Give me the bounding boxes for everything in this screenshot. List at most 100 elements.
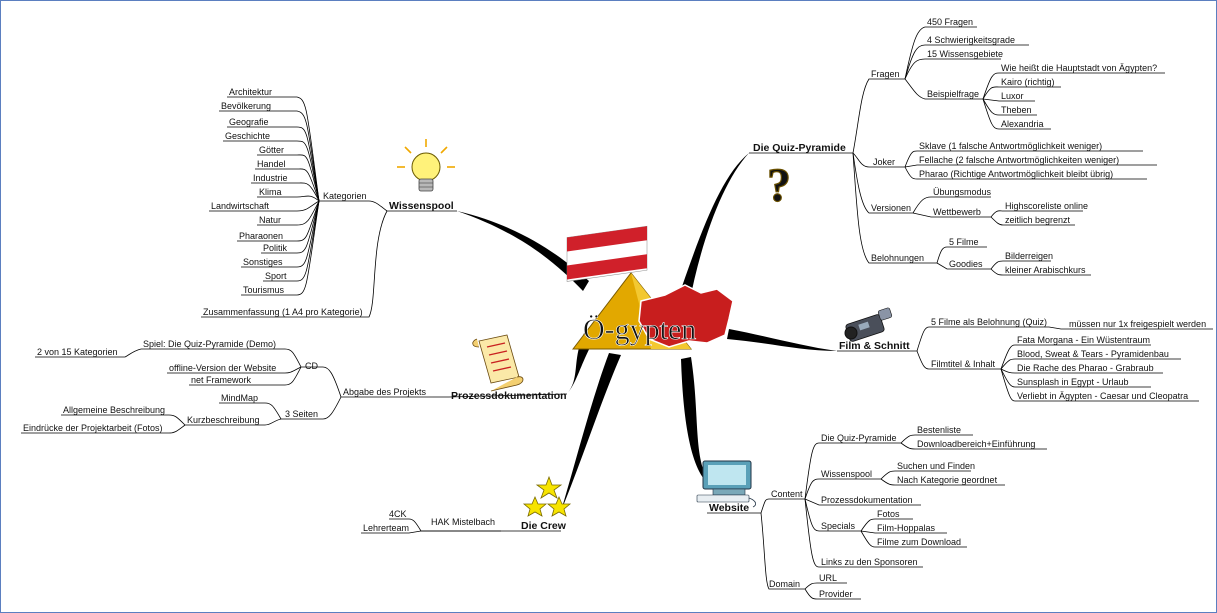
beispielfrage-item: Wie heißt die Hauptstadt von Ägypten? — [1001, 63, 1157, 73]
filmtitel-label: Filmtitel & Inhalt — [931, 359, 996, 369]
filmtitel-item: Fata Morgana - Ein Wüstentraum — [1017, 335, 1150, 345]
kurz-item: Allgemeine Beschreibung — [63, 405, 165, 415]
domain-label: Domain — [769, 579, 800, 589]
joker-item: Fellache (2 falsche Antwortmöglichkeiten… — [919, 155, 1119, 165]
branch-prozess-labels: Prozessdokumentation Abgabe des Projekts… — [23, 339, 567, 433]
website-wissenspool-label: Wissenspool — [821, 469, 872, 479]
center-title: Ö-gypten — [583, 313, 696, 346]
branch-website-labels: Website Content Die Quiz-Pyramide Besten… — [709, 425, 1035, 599]
video-camera-icon — [844, 307, 893, 342]
links-label: Links zu den Sponsoren — [821, 557, 918, 567]
website-wissenspool-item: Nach Kategorie geordnet — [897, 475, 998, 485]
specials-item: Film-Hoppalas — [877, 523, 936, 533]
goodies-item: Bilderreigen — [1005, 251, 1053, 261]
website-prozess-label: Prozessdokumentation — [821, 495, 913, 505]
branch-wissenspool — [201, 200, 457, 318]
category-item: Politik — [263, 243, 288, 253]
joker-label: Joker — [873, 157, 895, 167]
beispielfrage-label: Beispielfrage — [927, 89, 979, 99]
branch-prozess — [21, 348, 568, 434]
goodies-label: Goodies — [949, 259, 983, 269]
fragen-label: Fragen — [871, 69, 900, 79]
content-label: Content — [771, 489, 803, 499]
category-item: Götter — [259, 145, 284, 155]
branch-film-labels: Film & Schnitt 5 Filme als Belohnung (Qu… — [839, 317, 1206, 401]
cd-item: net Framework — [191, 375, 252, 385]
zusammenfassung-label: Zusammenfassung (1 A4 pro Kategorie) — [203, 307, 363, 317]
category-item: Architektur — [229, 87, 272, 97]
beispielfrage-item: Alexandria — [1001, 119, 1044, 129]
wettbewerb-item: zeitlich begrenzt — [1005, 215, 1071, 225]
prozess-branch-label: Prozessdokumentation — [451, 390, 567, 402]
seiten-label: 3 Seiten — [285, 409, 318, 419]
filmtitel-item: Die Rache des Pharao - Grabraub — [1017, 363, 1154, 373]
branch-crew-labels: Die Crew HAK Mistelbach 4CK Lehrerteam — [363, 509, 567, 533]
category-item: Bevölkerung — [221, 101, 271, 111]
cd-item: offline-Version der Website — [169, 363, 276, 373]
branch-film — [837, 326, 1213, 402]
website-quiz-label: Die Quiz-Pyramide — [821, 433, 897, 443]
category-item: Geschichte — [225, 131, 270, 141]
fragen-item: 450 Fragen — [927, 17, 973, 27]
spiel-label: Spiel: Die Quiz-Pyramide (Demo) — [143, 339, 276, 349]
branch-quiz-labels: Die Quiz-Pyramide Fragen 450 Fragen 4 Sc… — [753, 17, 1157, 275]
hak-label: HAK Mistelbach — [431, 517, 495, 527]
center-logo: Ö-gypten — [566, 225, 734, 350]
seiten-item: MindMap — [221, 393, 258, 403]
filmtitel-item: Sunsplash in Egypt - Urlaub — [1017, 377, 1129, 387]
austria-map — [638, 284, 734, 348]
cd-label: CD — [305, 361, 318, 371]
film-belohnung-label: 5 Filme als Belohnung (Quiz) — [931, 317, 1047, 327]
website-quiz-item: Downloadbereich+Einführung — [917, 439, 1035, 449]
branch-quiz — [749, 26, 1165, 276]
joker-item: Pharao (Richtige Antwortmöglichkeit blei… — [919, 169, 1113, 179]
kurz-item: Eindrücke der Projektarbeit (Fotos) — [23, 423, 163, 433]
branch-website — [707, 434, 1047, 600]
kurz-label: Kurzbeschreibung — [187, 415, 260, 425]
spiel-item: 2 von 15 Kategorien — [37, 347, 118, 357]
wettbewerb-label: Wettbewerb — [933, 207, 981, 217]
stars-icon — [522, 475, 572, 517]
film-branch-label: Film & Schnitt — [839, 340, 910, 352]
category-item: Tourismus — [243, 285, 285, 295]
svg-text:?: ? — [767, 159, 791, 212]
film-belohnung-item: müssen nur 1x freigespielt werden — [1069, 319, 1206, 329]
branch-crew — [361, 518, 561, 534]
specials-item: Fotos — [877, 509, 900, 519]
versionen-item: Übungsmodus — [933, 187, 992, 197]
joker-item: Sklave (1 falsche Antwortmöglichkeit wen… — [919, 141, 1102, 151]
abgabe-label: Abgabe des Projekts — [343, 387, 427, 397]
quiz-branch-label: Die Quiz-Pyramide — [753, 142, 846, 154]
question-mark-icon: ? — [766, 158, 791, 212]
category-item: Landwirtschaft — [211, 201, 270, 211]
versionen-label: Versionen — [871, 203, 911, 213]
beispielfrage-item: Luxor — [1001, 91, 1024, 101]
filmtitel-item: Blood, Sweat & Tears - Pyramidenbau — [1017, 349, 1169, 359]
domain-item: Provider — [819, 589, 853, 599]
wettbewerb-item: Highscoreliste online — [1005, 201, 1088, 211]
fragen-item: 15 Wissensgebiete — [927, 49, 1003, 59]
website-wissenspool-item: Suchen und Finden — [897, 461, 975, 471]
category-item: Handel — [257, 159, 286, 169]
crew-branch-label: Die Crew — [521, 520, 567, 532]
filmtitel-item: Verliebt in Ägypten - Caesar und Cleopat… — [1017, 391, 1188, 401]
website-quiz-item: Bestenliste — [917, 425, 961, 435]
domain-item: URL — [819, 573, 837, 583]
category-item: Geografie — [229, 117, 269, 127]
category-item: Industrie — [253, 173, 288, 183]
hak-item: 4CK — [389, 509, 407, 519]
category-item: Sport — [265, 271, 287, 281]
computer-icon — [696, 460, 757, 508]
category-item: Natur — [259, 215, 281, 225]
branch-wissenspool-labels: Wissenspool Kategorien Zusammenfassung (… — [203, 87, 454, 317]
wissenspool-branch-label: Wissenspool — [389, 200, 454, 212]
scroll-icon — [472, 334, 524, 392]
fragen-item: 4 Schwierigkeitsgrade — [927, 35, 1015, 45]
goodies-item: kleiner Arabischkurs — [1005, 265, 1086, 275]
website-branch-label: Website — [709, 502, 749, 514]
category-item: Sonstiges — [243, 257, 283, 267]
belohnungen-label: Belohnungen — [871, 253, 924, 263]
light-bulb-icon — [397, 139, 455, 192]
beispielfrage-item: Kairo (richtig) — [1001, 77, 1055, 87]
